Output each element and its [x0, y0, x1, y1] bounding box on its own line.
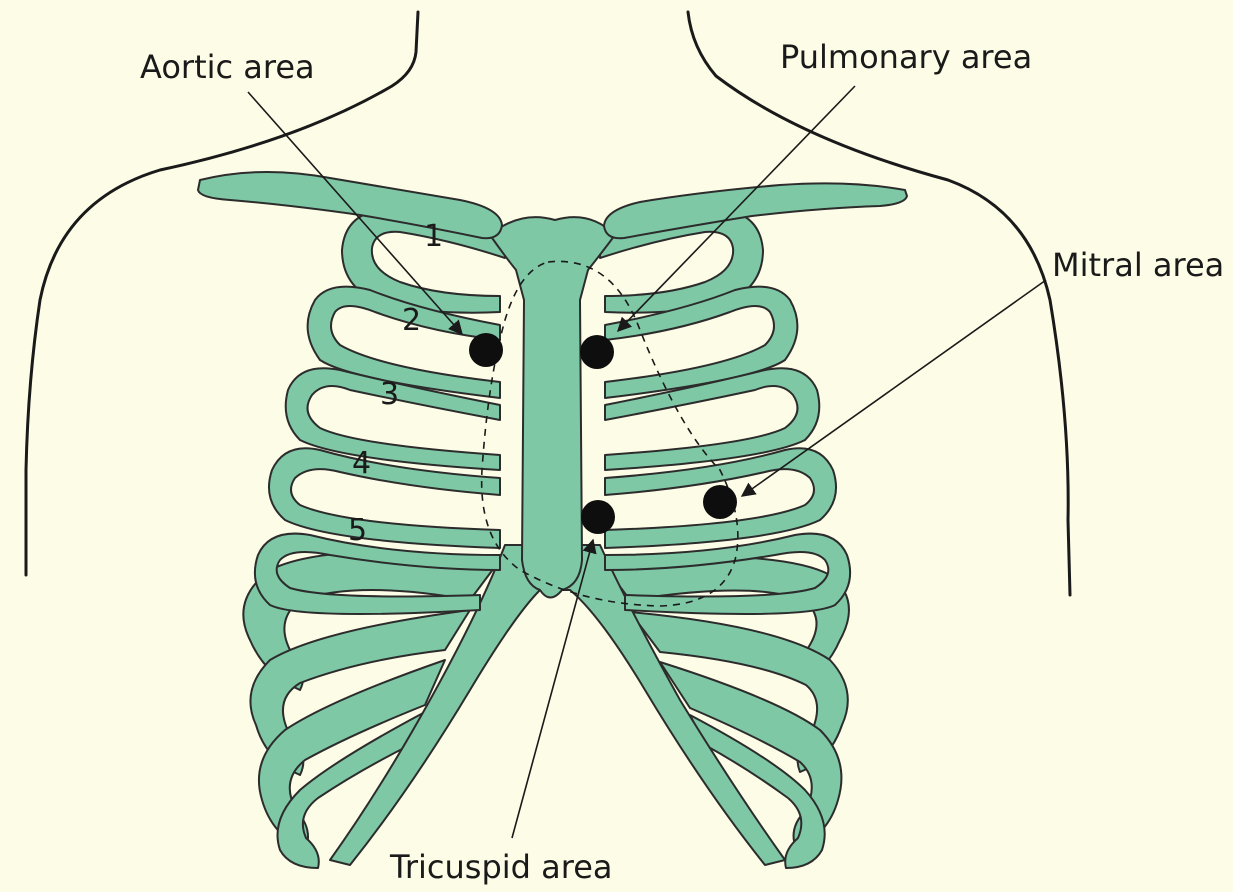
aortic-area-label: Aortic area	[140, 48, 315, 86]
ribs-right-upper	[600, 210, 850, 614]
tricuspid-area-label: Tricuspid area	[389, 848, 612, 886]
rib-number-3: 3	[380, 377, 399, 412]
mitral-area-label: Mitral area	[1052, 246, 1224, 284]
rib-number-2: 2	[402, 303, 421, 338]
rib-number-5: 5	[348, 513, 367, 548]
sternum	[490, 217, 615, 597]
rib-number-4: 4	[352, 446, 371, 481]
ribs-left-upper	[255, 210, 505, 614]
rib-number-1: 1	[424, 219, 443, 254]
pulmonary-point	[580, 335, 614, 369]
tricuspid-point	[581, 500, 615, 534]
mitral-point	[703, 485, 737, 519]
pulmonary-area-label: Pulmonary area	[780, 38, 1032, 76]
aortic-point	[469, 333, 503, 367]
